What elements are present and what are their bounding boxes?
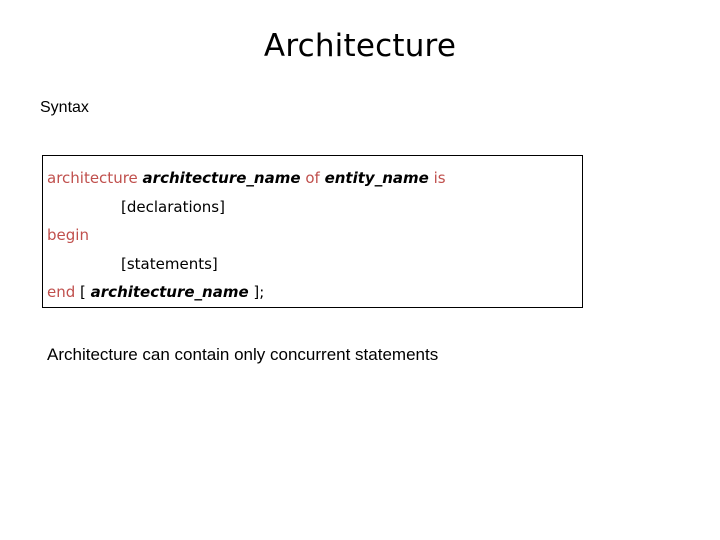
code-token-plain: ]; [248,283,265,301]
code-line: begin [47,221,582,250]
code-token-plain: [ [75,283,91,301]
architecture-note: Architecture can contain only concurrent… [47,345,439,364]
code-token-identifier: architecture_name [90,283,249,301]
syntax-code-box: architecture architecture_name of entity… [42,155,583,308]
code-token-identifier: architecture_name [142,169,301,187]
page-title: Architecture [263,28,457,64]
code-block: architecture architecture_name of entity… [43,156,582,307]
code-token-plain: [statements] [121,254,218,273]
code-line: [statements] [47,250,582,279]
code-token-keyword: begin [47,226,89,244]
code-token-keyword: is [433,169,446,187]
code-token-keyword: end [47,283,76,301]
code-token-identifier: entity_name [324,169,429,187]
code-line: architecture architecture_name of entity… [47,164,582,193]
code-line: [declarations] [47,193,582,222]
code-token-keyword: architecture [47,169,138,187]
code-token-plain: [declarations] [121,197,225,216]
code-line: end [ architecture_name ]; [47,278,582,307]
syntax-section-label: Syntax [40,99,89,116]
code-token-keyword: of [305,169,320,187]
